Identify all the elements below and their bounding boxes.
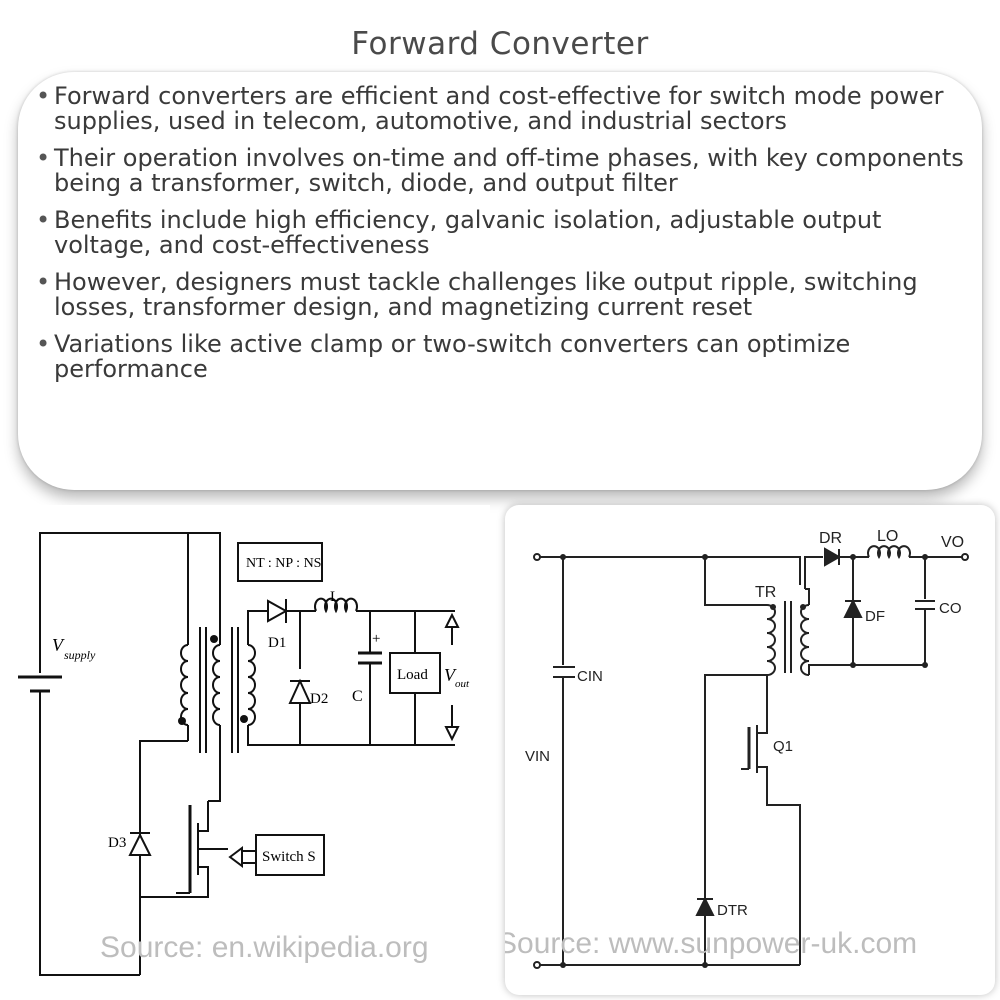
bullet-item: Benefits include high efficiency, galvan… <box>34 208 964 258</box>
label-vsupply-sub: supply <box>64 648 96 662</box>
schematic-left-svg: V supply NT : NP : NS D1 D2 D3 L C + Loa… <box>18 532 470 976</box>
page-title: Forward Converter <box>351 26 649 62</box>
label-lo: LO <box>877 528 898 545</box>
label-q1: Q1 <box>773 738 793 755</box>
label-dtr: DTR <box>717 902 748 919</box>
source-caption-left: Source: en.wikipedia.org <box>100 931 429 964</box>
label-co: CO <box>939 600 962 617</box>
bullet-item: However, designers must tackle challenge… <box>34 270 964 320</box>
label-vo: VO <box>941 534 964 551</box>
source-caption-right: Source: www.sunpower-uk.com <box>505 927 917 960</box>
schematic-right-svg: DR LO VO TR DF CO CIN VIN Q1 DTR Source:… <box>505 528 969 969</box>
label-cin: CIN <box>577 668 603 685</box>
label-switch: Switch S <box>262 849 316 865</box>
label-d3: D3 <box>108 835 126 851</box>
forward-converter-schematic-sunpower: DR LO VO TR DF CO CIN VIN Q1 DTR Source:… <box>505 505 995 995</box>
label-plus: + <box>372 631 380 647</box>
label-df: DF <box>865 608 885 625</box>
label-capacitor: C <box>352 688 363 705</box>
label-d1: D1 <box>268 635 286 651</box>
label-dr: DR <box>819 530 842 547</box>
label-vsupply: V <box>52 635 65 655</box>
label-inductor: L <box>330 589 339 605</box>
label-tr: TR <box>755 584 776 601</box>
label-ratio: NT : NP : NS <box>246 556 321 571</box>
label-vin: VIN <box>525 748 550 765</box>
bullet-item: Variations like active clamp or two-swit… <box>34 332 964 382</box>
label-vout-sub: out <box>455 678 470 690</box>
bullet-list: Forward converters are efficient and cos… <box>34 84 964 394</box>
forward-converter-schematic-wikipedia: V supply NT : NP : NS D1 D2 D3 L C + Loa… <box>0 505 490 995</box>
bullet-item: Their operation involves on-time and off… <box>34 146 964 196</box>
label-load: Load <box>397 667 428 683</box>
bullet-item: Forward converters are efficient and cos… <box>34 84 964 134</box>
label-d2: D2 <box>310 691 328 707</box>
label-vout: V <box>444 665 457 685</box>
